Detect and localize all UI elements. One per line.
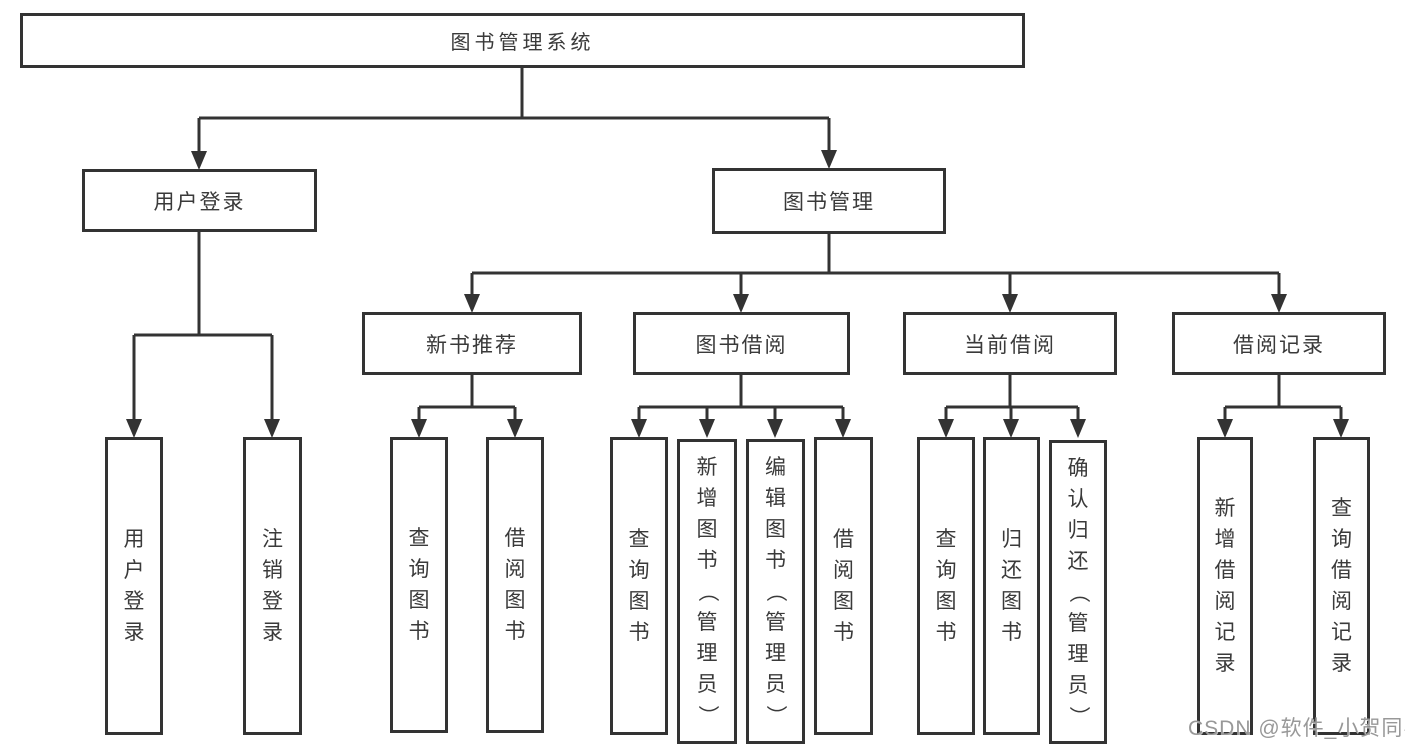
leaf-confirm-return-admin: 确认归还（管理员） <box>1049 440 1107 744</box>
leaf-borrow-books-borrowing: 借阅图书 <box>814 437 873 735</box>
node-label: 确认归还（管理员） <box>1066 456 1090 727</box>
leaf-edit-books-admin: 编辑图书（管理员） <box>746 439 805 744</box>
leaf-return-books: 归还图书 <box>983 437 1040 735</box>
node-label: 查询图书 <box>935 528 957 644</box>
node-label: 查询借阅记录 <box>1331 497 1352 675</box>
node-label: 借阅记录 <box>1233 333 1325 357</box>
node-label: 借阅图书 <box>504 527 526 643</box>
node-label: 编辑图书（管理员） <box>764 456 787 726</box>
node-label: 归还图书 <box>1001 528 1022 644</box>
node-label: 注销登录 <box>262 528 283 644</box>
node-label: 查询图书 <box>628 528 650 644</box>
node-label: 图书借阅 <box>695 333 788 357</box>
node-label: 当前借阅 <box>964 333 1056 357</box>
node-label: 新书推荐 <box>426 333 518 357</box>
node-user-login: 用户登录 <box>82 169 317 232</box>
node-borrow-records: 借阅记录 <box>1172 312 1386 375</box>
node-label: 用户登录 <box>153 190 246 214</box>
leaf-user-login: 用户登录 <box>105 437 163 735</box>
leaf-query-books-recommend: 查询图书 <box>390 437 448 733</box>
node-label: 查询图书 <box>408 527 430 643</box>
node-label: 图书管理系统 <box>450 32 595 54</box>
node-current-borrowing: 当前借阅 <box>903 312 1117 375</box>
node-book-borrowing: 图书借阅 <box>633 312 850 375</box>
leaf-query-books-borrowing: 查询图书 <box>610 437 668 735</box>
leaf-add-books-admin: 新增图书（管理员） <box>677 439 737 744</box>
node-label: 用户登录 <box>123 528 145 644</box>
leaf-query-books-current: 查询图书 <box>917 437 975 735</box>
node-label: 新增借阅记录 <box>1214 497 1236 675</box>
node-label: 新增图书（管理员） <box>695 456 719 726</box>
node-book-management: 图书管理 <box>712 168 946 234</box>
node-label: 图书管理 <box>783 191 875 214</box>
leaf-logout: 注销登录 <box>243 437 302 735</box>
leaf-borrow-books-recommend: 借阅图书 <box>486 437 544 733</box>
csdn-watermark: CSDN @软件_小贺同学 <box>1188 717 1405 740</box>
node-label: 借阅图书 <box>833 528 854 644</box>
leaf-query-borrow-record: 查询借阅记录 <box>1313 437 1370 735</box>
leaf-add-borrow-record: 新增借阅记录 <box>1197 437 1253 735</box>
node-new-book-recommend: 新书推荐 <box>362 312 582 375</box>
node-library-system: 图书管理系统 <box>20 13 1025 68</box>
